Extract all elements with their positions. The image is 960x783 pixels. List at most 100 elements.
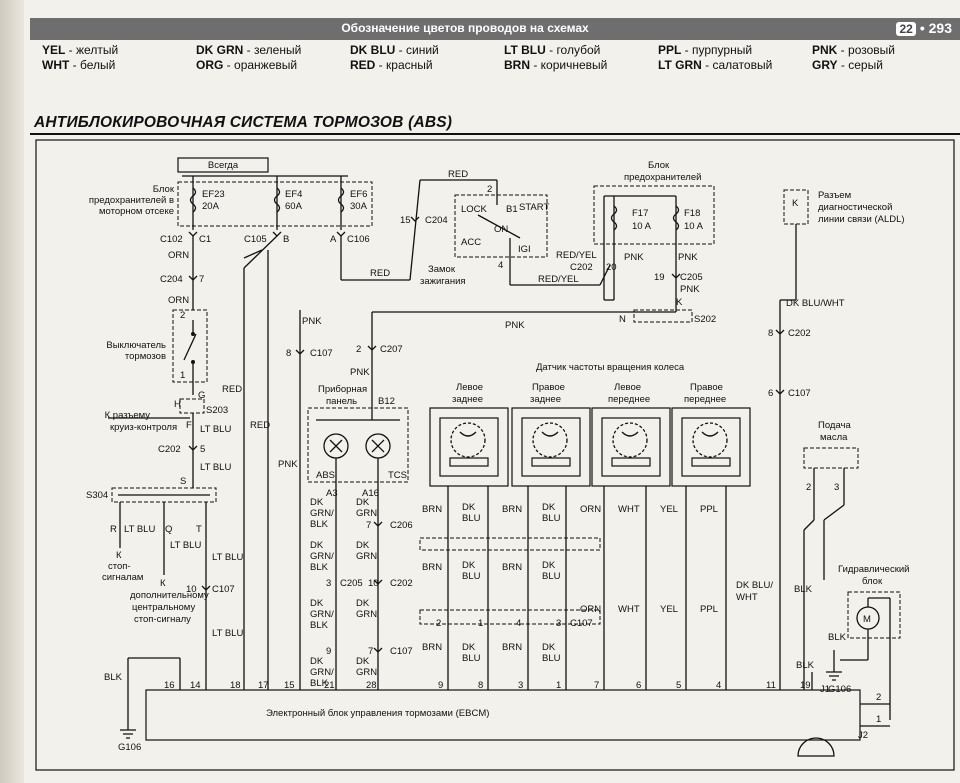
wire-label: GRN [356, 551, 377, 562]
wire-label: YEL [660, 504, 678, 515]
wire-label: BLU [542, 653, 561, 664]
lamp-filament [329, 439, 343, 453]
connector-mark [671, 273, 681, 279]
wire-label: BLU [462, 571, 481, 582]
wire-label: PNK [624, 252, 644, 263]
wire-label: GRN [356, 508, 377, 519]
wire-label: RED [250, 420, 270, 431]
wire-label: RED/YEL [556, 250, 597, 261]
connector-label: 3 [556, 618, 561, 629]
fuse-block2-label: предохранителей [624, 172, 701, 183]
wire-label: WHT [618, 604, 640, 615]
wire-label: LT BLU [124, 524, 155, 535]
connector-label: C204 [425, 215, 448, 226]
fuse-block-label: Блок [153, 184, 175, 195]
fuse-block-2 [593, 185, 715, 245]
stop-label: сигналам [102, 572, 143, 583]
wire-label: BRN [502, 504, 522, 515]
connector-mark [295, 349, 305, 355]
connector-label: C205 [680, 272, 703, 283]
connector-mark [201, 585, 211, 591]
wire-label: GRN/ [310, 667, 334, 678]
hydro-label: блок [862, 576, 883, 587]
fuse-symbol [610, 205, 618, 231]
wire-label: ORN [168, 250, 189, 261]
connector-label: C106 [347, 234, 370, 245]
ebcm-label: Электронный блок управления тормозами (E… [266, 708, 489, 719]
pin-label: 14 [190, 680, 201, 691]
wire-label: PNK [680, 284, 700, 295]
fuse-symbol [337, 187, 345, 213]
wire-label: GRN/ [310, 551, 334, 562]
wire-label: RED [222, 384, 242, 395]
hydraulic-block [847, 591, 901, 639]
legend-item: YEL - желтый [42, 43, 119, 57]
connector-label: C206 [390, 520, 413, 531]
wire-label: BRN [422, 504, 442, 515]
wire-label: PNK [302, 316, 322, 327]
connector-label: 6 [768, 388, 773, 399]
connector-label: 3 [326, 578, 331, 589]
connector-shield [419, 609, 601, 625]
connector-label: C202 [788, 328, 811, 339]
stop-label: К [116, 550, 122, 561]
connector-label: 15 [400, 215, 411, 226]
connector-label: 4 [516, 618, 521, 629]
oil-label: масла [820, 432, 848, 443]
connector-label: 8 [286, 348, 291, 359]
lamp-filament [371, 439, 385, 453]
pin-label: 1 [876, 714, 881, 725]
always-label: Всегда [208, 160, 239, 171]
connector-mark [373, 521, 383, 527]
wire-label: DK [310, 656, 324, 667]
fuse-amp: 20A [202, 201, 220, 212]
legend-item: WHT - белый [42, 58, 116, 72]
connector-label: 1 [180, 370, 185, 381]
sensor-label: Левое [456, 382, 483, 393]
connector-mark [188, 445, 198, 451]
sensor-label: заднее [530, 394, 561, 405]
pin-label: 4 [716, 680, 721, 691]
pin-label: 28 [366, 680, 377, 691]
wheel-sensor-front-right [671, 407, 751, 487]
wire-label: PNK [278, 459, 298, 470]
wire-label: DK BLU/WHT [786, 298, 845, 309]
connector-label: 7 [199, 274, 204, 285]
brake-switch-box [172, 309, 208, 383]
wire-label: BRN [422, 562, 442, 573]
connector-label: 4 [498, 260, 503, 271]
fuse-name: EF23 [202, 189, 225, 200]
ground-symbol [120, 729, 136, 739]
connector-label: 10 [186, 584, 197, 595]
wire-label: RED/YEL [538, 274, 579, 285]
ground-symbol [826, 671, 842, 681]
connector-label: C202 [390, 578, 413, 589]
brake-switch-label: тормозов [125, 351, 166, 362]
wire-label: BLU [542, 571, 561, 582]
wire-label: BLU [462, 653, 481, 664]
oil-label: Подача [818, 420, 851, 431]
fuse-symbol [189, 187, 197, 213]
pin-label: 1 [556, 680, 561, 691]
connector-label: A3 [326, 488, 338, 499]
connector-label: S [180, 476, 186, 487]
connector-label: S304 [86, 490, 108, 501]
pin-label: J2 [858, 730, 868, 741]
ignition-pos-start: START [519, 202, 549, 213]
connector-label: C202 [158, 444, 181, 455]
legend-item: DK GRN - зеленый [196, 43, 302, 57]
legend-item: GRY - серый [812, 58, 883, 72]
wire-label: GRN [356, 667, 377, 678]
fuse-block-label: моторном отсеке [99, 206, 174, 217]
sensor-label: Левое [614, 382, 641, 393]
wire-label: LT BLU [200, 424, 231, 435]
wheel-sensor-rear-right [511, 407, 591, 487]
connector-label: A [330, 234, 337, 245]
connector-label: R [110, 524, 117, 535]
pin-label: 3 [518, 680, 523, 691]
abs-label: ABS [316, 470, 335, 481]
wire-label: DK [356, 598, 370, 609]
fuse-name: F18 [684, 208, 700, 219]
legend-item: LT BLU - голубой [504, 43, 601, 57]
